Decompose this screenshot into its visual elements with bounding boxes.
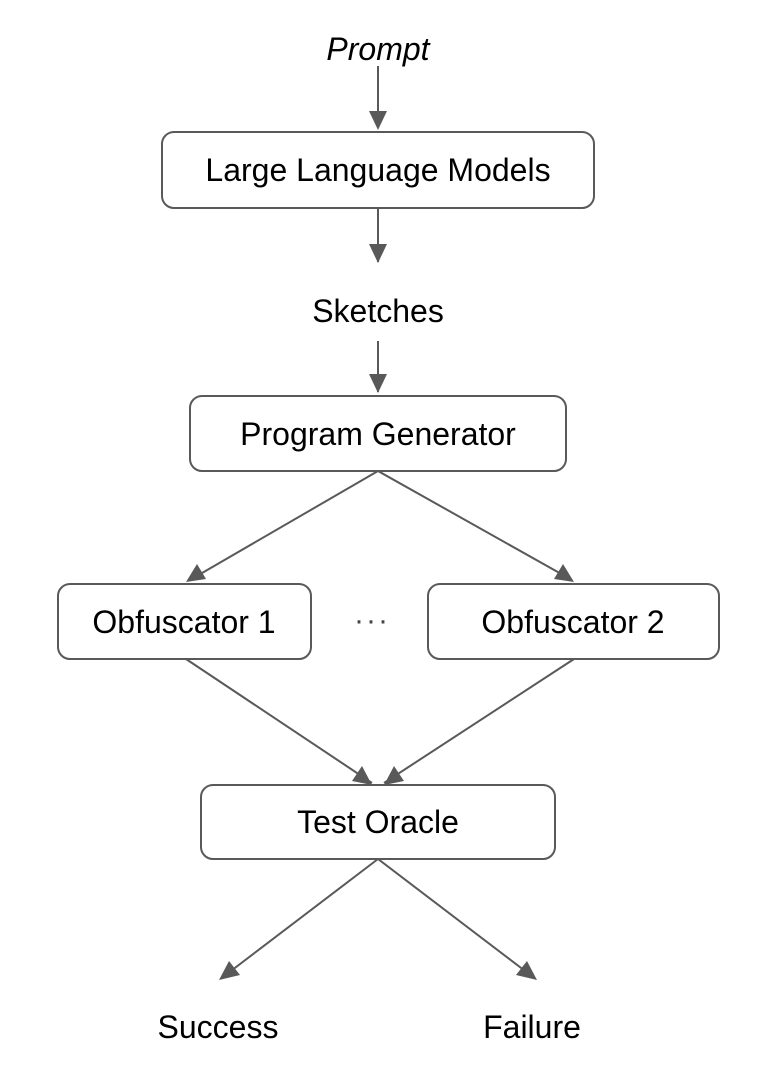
- obfuscator-2-label: Obfuscator 2: [481, 604, 664, 640]
- edge-generator-to-obfuscator-1: [189, 470, 379, 581]
- node-llm: Large Language Models: [161, 131, 595, 209]
- arrowheads: [186, 111, 574, 980]
- edge-obfuscator-1-to-oracle: [185, 658, 373, 784]
- node-test-oracle: Test Oracle: [200, 784, 556, 860]
- sketches-label: Sketches: [312, 293, 444, 329]
- edge-obfuscator-2-to-oracle: [383, 658, 575, 784]
- generator-label: Program Generator: [240, 416, 516, 452]
- node-obfuscator-1: Obfuscator 1: [57, 583, 312, 660]
- failure-label: Failure: [483, 1009, 581, 1045]
- llm-label: Large Language Models: [205, 152, 550, 188]
- arrowhead-oracle-left: [352, 766, 372, 785]
- node-program-generator: Program Generator: [189, 395, 567, 472]
- node-obfuscator-2: Obfuscator 2: [427, 583, 720, 660]
- obfuscator-1-label: Obfuscator 1: [92, 604, 275, 640]
- arrowhead-llm: [369, 111, 387, 130]
- arrowhead-sketches: [369, 244, 387, 263]
- arrowhead-obfuscator-2: [554, 564, 574, 582]
- edge-oracle-to-failure: [377, 858, 534, 978]
- prompt-label: Prompt: [326, 31, 430, 67]
- arrowhead-generator: [369, 374, 387, 393]
- oracle-label: Test Oracle: [297, 804, 459, 840]
- arrowhead-oracle-right: [384, 766, 404, 785]
- obfuscator-ellipsis: ···: [354, 604, 390, 637]
- success-label: Success: [158, 1009, 279, 1045]
- arrowhead-failure: [516, 961, 537, 980]
- arrowhead-obfuscator-1: [186, 564, 206, 582]
- edge-oracle-to-success: [222, 858, 379, 978]
- edge-generator-to-obfuscator-2: [377, 470, 573, 581]
- arrowhead-success: [219, 961, 240, 980]
- edges: [185, 66, 575, 978]
